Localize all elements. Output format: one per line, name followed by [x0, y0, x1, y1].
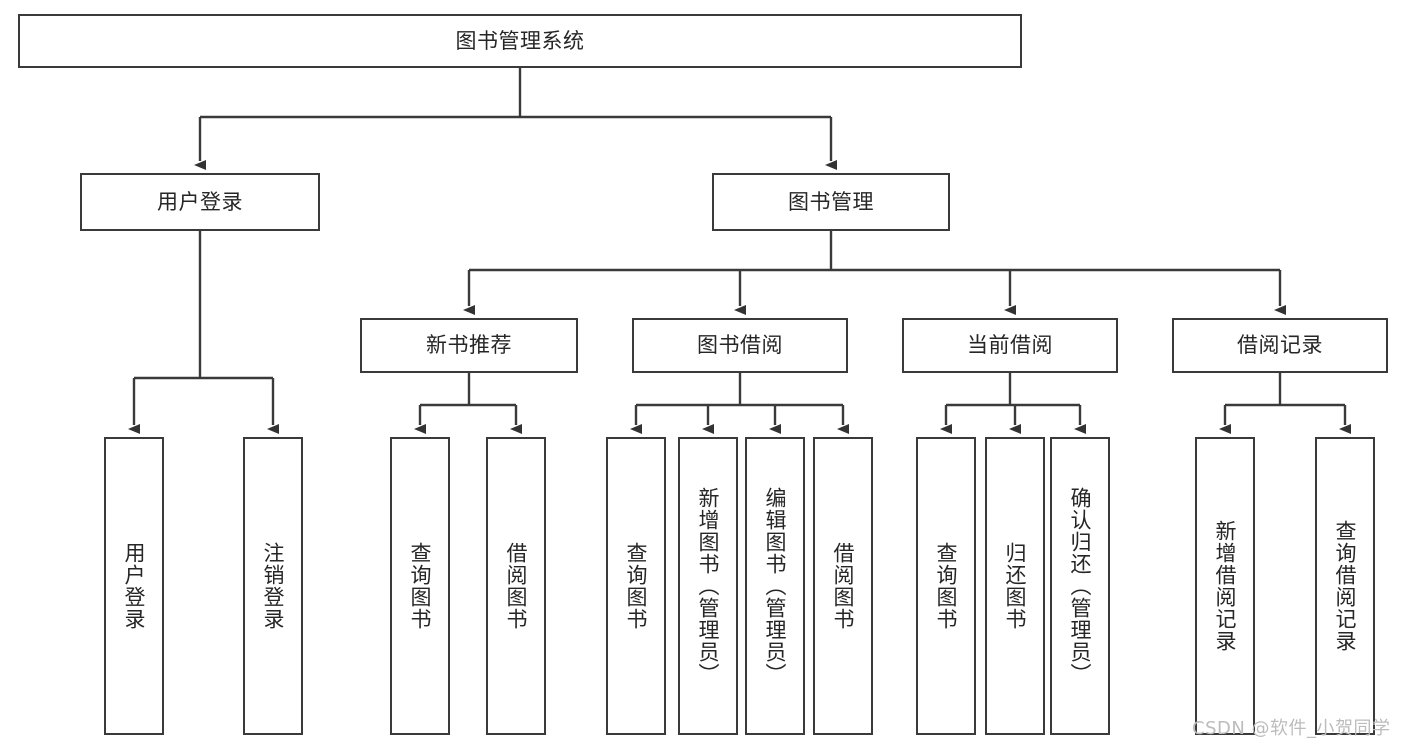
node-user_login[interactable]: 用户登录 — [80, 173, 320, 231]
node-label: 查询图书 — [934, 542, 959, 630]
node-book_borrow[interactable]: 图书借阅 — [632, 318, 848, 373]
node-leaf_brw_edit[interactable]: 编辑图书（管理员） — [745, 437, 805, 735]
node-leaf_rec_borrow[interactable]: 借阅图书 — [486, 437, 546, 735]
node-current_borrow[interactable]: 当前借阅 — [902, 318, 1118, 373]
node-borrow_record[interactable]: 借阅记录 — [1172, 318, 1388, 373]
node-label: 新增借阅记录 — [1213, 520, 1238, 652]
node-label: 编辑图书（管理员） — [763, 487, 788, 685]
node-leaf_rec_add[interactable]: 新增借阅记录 — [1195, 437, 1255, 735]
node-label: 借阅记录 — [1237, 333, 1323, 358]
node-label: 图书管理系统 — [455, 28, 585, 53]
node-leaf_cur_confirm[interactable]: 确认归还（管理员） — [1050, 437, 1110, 735]
node-label: 注销登录 — [261, 542, 286, 630]
node-label: 当前借阅 — [967, 333, 1053, 358]
node-label: 图书管理 — [788, 189, 874, 214]
node-label: 确认归还（管理员） — [1068, 487, 1093, 685]
node-label: 借阅图书 — [504, 542, 529, 630]
node-leaf_user_login[interactable]: 用户登录 — [104, 437, 164, 735]
node-leaf_rec_search[interactable]: 查询借阅记录 — [1315, 437, 1375, 735]
node-root[interactable]: 图书管理系统 — [18, 14, 1022, 68]
node-label: 新增图书（管理员） — [696, 487, 721, 685]
node-leaf_user_logout[interactable]: 注销登录 — [243, 437, 303, 735]
node-label: 查询借阅记录 — [1333, 520, 1358, 652]
node-book_mgmt[interactable]: 图书管理 — [712, 173, 950, 231]
node-label: 借阅图书 — [831, 542, 856, 630]
node-label: 图书借阅 — [697, 333, 783, 358]
node-new_book_rec[interactable]: 新书推荐 — [360, 318, 578, 373]
node-leaf_rec_query[interactable]: 查询图书 — [390, 437, 450, 735]
node-label: 查询图书 — [624, 542, 649, 630]
node-leaf_brw_query[interactable]: 查询图书 — [606, 437, 666, 735]
node-leaf_brw_borrow[interactable]: 借阅图书 — [813, 437, 873, 735]
node-leaf_brw_add[interactable]: 新增图书（管理员） — [678, 437, 738, 735]
node-label: 查询图书 — [408, 542, 433, 630]
node-label: 归还图书 — [1003, 542, 1028, 630]
node-leaf_cur_return[interactable]: 归还图书 — [985, 437, 1045, 735]
node-label: 新书推荐 — [426, 333, 512, 358]
node-label: 用户登录 — [122, 542, 147, 630]
node-label: 用户登录 — [157, 189, 243, 214]
node-leaf_cur_query[interactable]: 查询图书 — [916, 437, 976, 735]
